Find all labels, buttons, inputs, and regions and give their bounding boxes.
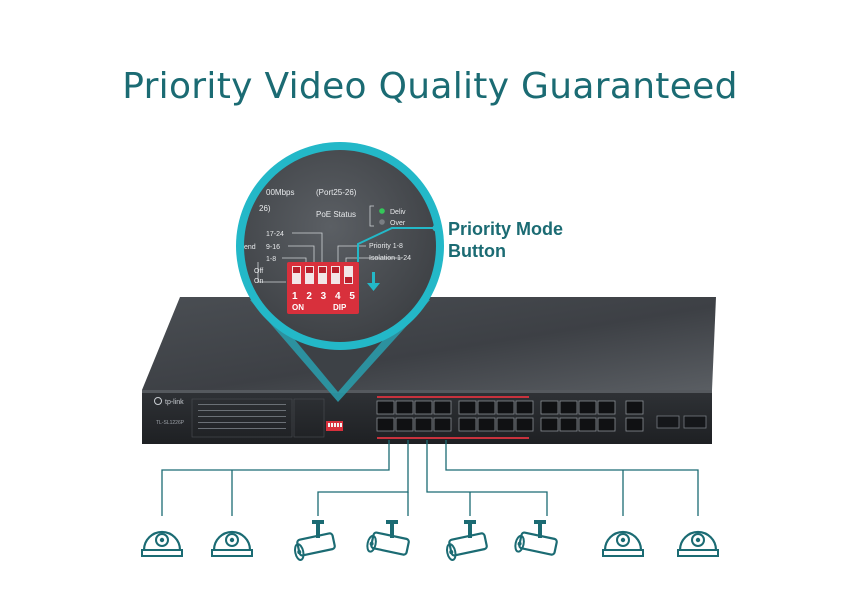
dip-switch-large[interactable]: 1 2 3 4 5 ON DIP bbox=[287, 262, 359, 314]
rj45-port[interactable] bbox=[433, 400, 452, 415]
zoom-off-label: Off bbox=[254, 268, 263, 275]
rj45-port[interactable] bbox=[625, 400, 644, 415]
callout-title-line2: Button bbox=[448, 241, 506, 261]
zoom-speed-text: 00Mbps bbox=[266, 188, 294, 197]
rj45-port[interactable] bbox=[395, 417, 414, 432]
rj45-port[interactable] bbox=[578, 400, 597, 415]
rj45-port[interactable] bbox=[625, 417, 644, 432]
dome-camera-icon bbox=[211, 530, 253, 557]
zoom-range-9-16: 9-16 bbox=[266, 244, 280, 251]
rj45-port[interactable] bbox=[433, 417, 452, 432]
rj45-port[interactable] bbox=[458, 417, 477, 432]
brand-logo: tp-link bbox=[154, 397, 184, 406]
rj45-port[interactable] bbox=[578, 417, 597, 432]
headline: Priority Video Quality Guaranteed bbox=[122, 66, 738, 107]
model-text: TL-SL1226P bbox=[156, 420, 185, 426]
rj45-port[interactable] bbox=[496, 400, 515, 415]
rj45-port[interactable] bbox=[376, 400, 395, 415]
rj45-port[interactable] bbox=[496, 417, 515, 432]
brand-text: tp-link bbox=[165, 399, 184, 406]
rj45-port[interactable] bbox=[414, 400, 433, 415]
bullet-camera-icon bbox=[366, 520, 410, 556]
dome-camera-icon bbox=[677, 530, 719, 557]
zoom-delivering-text: Deliv bbox=[390, 209, 406, 216]
rj45-port[interactable] bbox=[477, 417, 496, 432]
sfp-slot[interactable] bbox=[656, 415, 680, 429]
rj45-port[interactable] bbox=[559, 400, 578, 415]
dip-label: DIP bbox=[333, 303, 347, 312]
zoom-isolation-label: Isolation 1-24 bbox=[369, 255, 411, 262]
sfp-slots bbox=[656, 415, 707, 429]
bullet-camera-icon bbox=[446, 520, 488, 561]
dip-numbers: 1 2 3 4 5 bbox=[292, 291, 358, 302]
zoom-poe-status: PoE Status bbox=[316, 210, 356, 219]
led-off-icon bbox=[379, 219, 385, 225]
zoom-on-label: On bbox=[254, 278, 263, 285]
led-panel bbox=[191, 398, 325, 438]
rj45-port[interactable] bbox=[559, 417, 578, 432]
callout-leader bbox=[357, 224, 440, 262]
rj45-ports bbox=[376, 400, 644, 432]
callout-title-line1: Priority Mode bbox=[448, 219, 563, 239]
zoom-range-1-8: 1-8 bbox=[266, 256, 276, 263]
bullet-camera-icon bbox=[514, 520, 558, 556]
dip-on-label: ON bbox=[292, 303, 304, 312]
bullet-camera-icon bbox=[294, 520, 336, 561]
zoom-over-text: Over bbox=[390, 220, 406, 227]
led-green-icon bbox=[379, 208, 385, 214]
zoom-range-17-24: 17-24 bbox=[266, 231, 284, 238]
rj45-port[interactable] bbox=[395, 400, 414, 415]
dome-camera-icon bbox=[602, 530, 644, 557]
zoom-callout: 00Mbps (Port25-26) 26) PoE Status Deliv … bbox=[236, 142, 563, 402]
zoom-port-fragment: 26) bbox=[259, 204, 271, 213]
priority-port-markers bbox=[377, 396, 529, 439]
rj45-port[interactable] bbox=[540, 400, 559, 415]
cable-connections bbox=[161, 440, 699, 516]
dome-camera-icon bbox=[141, 530, 183, 557]
rj45-port[interactable] bbox=[540, 417, 559, 432]
arrow-down-icon bbox=[367, 272, 380, 291]
rj45-port[interactable] bbox=[477, 400, 496, 415]
switch-top-panel bbox=[142, 297, 716, 390]
sfp-slot[interactable] bbox=[683, 415, 707, 429]
rj45-port[interactable] bbox=[458, 400, 477, 415]
rj45-port[interactable] bbox=[515, 417, 534, 432]
zoom-end-fragment: end bbox=[244, 244, 256, 251]
rj45-port[interactable] bbox=[597, 400, 616, 415]
rj45-port[interactable] bbox=[414, 417, 433, 432]
rj45-port[interactable] bbox=[376, 417, 395, 432]
zoom-priority-label: Priority 1-8 bbox=[369, 243, 403, 250]
rj45-port[interactable] bbox=[515, 400, 534, 415]
poe-switch: tp-link TL-SL1226P bbox=[142, 297, 716, 444]
zoom-port-range: (Port25-26) bbox=[316, 188, 357, 197]
camera-row bbox=[141, 520, 719, 561]
rj45-port[interactable] bbox=[597, 417, 616, 432]
